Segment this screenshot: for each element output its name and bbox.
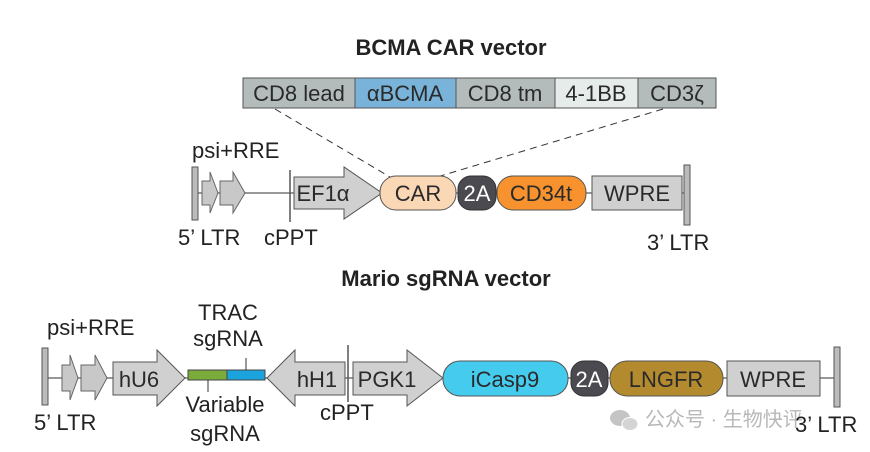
mario-vector-title: Mario sgRNA vector bbox=[341, 266, 551, 291]
hh1-label: hH1 bbox=[297, 367, 337, 392]
lngfr-label: LNGFR bbox=[629, 367, 704, 392]
wechat-icon bbox=[610, 410, 639, 431]
zoom-line-right bbox=[436, 108, 664, 178]
ltr5-bar bbox=[191, 166, 199, 221]
lngfr-element bbox=[609, 360, 724, 397]
t2a-label: 2A bbox=[464, 181, 491, 206]
variable-label-line2: sgRNA bbox=[190, 421, 260, 446]
ef1a-label: EF1α bbox=[296, 181, 349, 206]
domain-label: CD3ζ bbox=[650, 81, 704, 106]
cd34t-label: CD34t bbox=[510, 181, 572, 206]
t2a-label: 2A bbox=[576, 367, 603, 392]
cppt-label: cPPT bbox=[320, 400, 374, 425]
watermark: 公众号 · 生物快评 bbox=[610, 408, 803, 431]
psi-arrow bbox=[61, 354, 79, 401]
zoom-line-left bbox=[274, 108, 391, 178]
car-label: CAR bbox=[395, 181, 441, 206]
ltr3-label: 3’ LTR bbox=[795, 412, 857, 437]
rre-arrow bbox=[80, 354, 108, 401]
wpre-element bbox=[726, 360, 821, 397]
domain-label: CD8 lead bbox=[253, 81, 345, 106]
car-domain-bar: CD8 lead αBCMA CD8 tm 4-1BB CD3ζ bbox=[242, 77, 717, 109]
wpre-label: WPRE bbox=[740, 367, 806, 392]
hh1-promoter-arrow bbox=[266, 348, 346, 408]
watermark-text: 公众号 · 生物快评 bbox=[645, 408, 803, 431]
ef1a-promoter-arrow bbox=[293, 166, 383, 220]
variable-sgrna-element bbox=[187, 369, 228, 381]
psi-rre-label: psi+RRE bbox=[192, 138, 279, 163]
icasp9-element bbox=[442, 360, 569, 397]
domain-cd8-lead bbox=[242, 77, 356, 109]
cd34t-element bbox=[496, 175, 587, 211]
psi-rre-label: psi+RRE bbox=[47, 315, 134, 340]
psi-arrow bbox=[201, 171, 219, 214]
domain-label: αBCMA bbox=[367, 81, 444, 106]
pgk1-label: PGK1 bbox=[358, 367, 417, 392]
ltr5-bar bbox=[41, 347, 49, 406]
domain-cd8-tm bbox=[455, 77, 556, 109]
cppt-label: cPPT bbox=[264, 225, 318, 250]
variable-label-line1: Variable bbox=[185, 392, 264, 417]
ltr3-label: 3’ LTR bbox=[647, 230, 709, 255]
domain-cd3z bbox=[637, 77, 717, 109]
wpre-element bbox=[591, 175, 683, 211]
rre-arrow bbox=[219, 170, 246, 215]
domain-abcma bbox=[354, 77, 457, 109]
pgk1-promoter-arrow bbox=[352, 348, 444, 408]
hu6-promoter-arrow bbox=[112, 348, 186, 408]
ltr5-label: 5’ LTR bbox=[34, 410, 96, 435]
icasp9-label: iCasp9 bbox=[471, 367, 539, 392]
domain-label: CD8 tm bbox=[468, 81, 543, 106]
trac-sgrna-element bbox=[226, 369, 266, 381]
wpre-label: WPRE bbox=[604, 181, 670, 206]
domain-label: 4-1BB bbox=[565, 81, 626, 106]
car-element bbox=[379, 175, 457, 211]
ltr3-bar bbox=[833, 346, 841, 408]
ltr5-label: 5’ LTR bbox=[178, 225, 240, 250]
t2a-element bbox=[570, 360, 609, 397]
car-vector-title: BCMA CAR vector bbox=[355, 35, 547, 60]
hu6-label: hU6 bbox=[119, 367, 159, 392]
ltr3-bar bbox=[683, 164, 691, 226]
t2a-element bbox=[457, 175, 497, 211]
trac-label-line2: sgRNA bbox=[193, 326, 263, 351]
trac-label-line1: TRAC bbox=[198, 300, 258, 325]
